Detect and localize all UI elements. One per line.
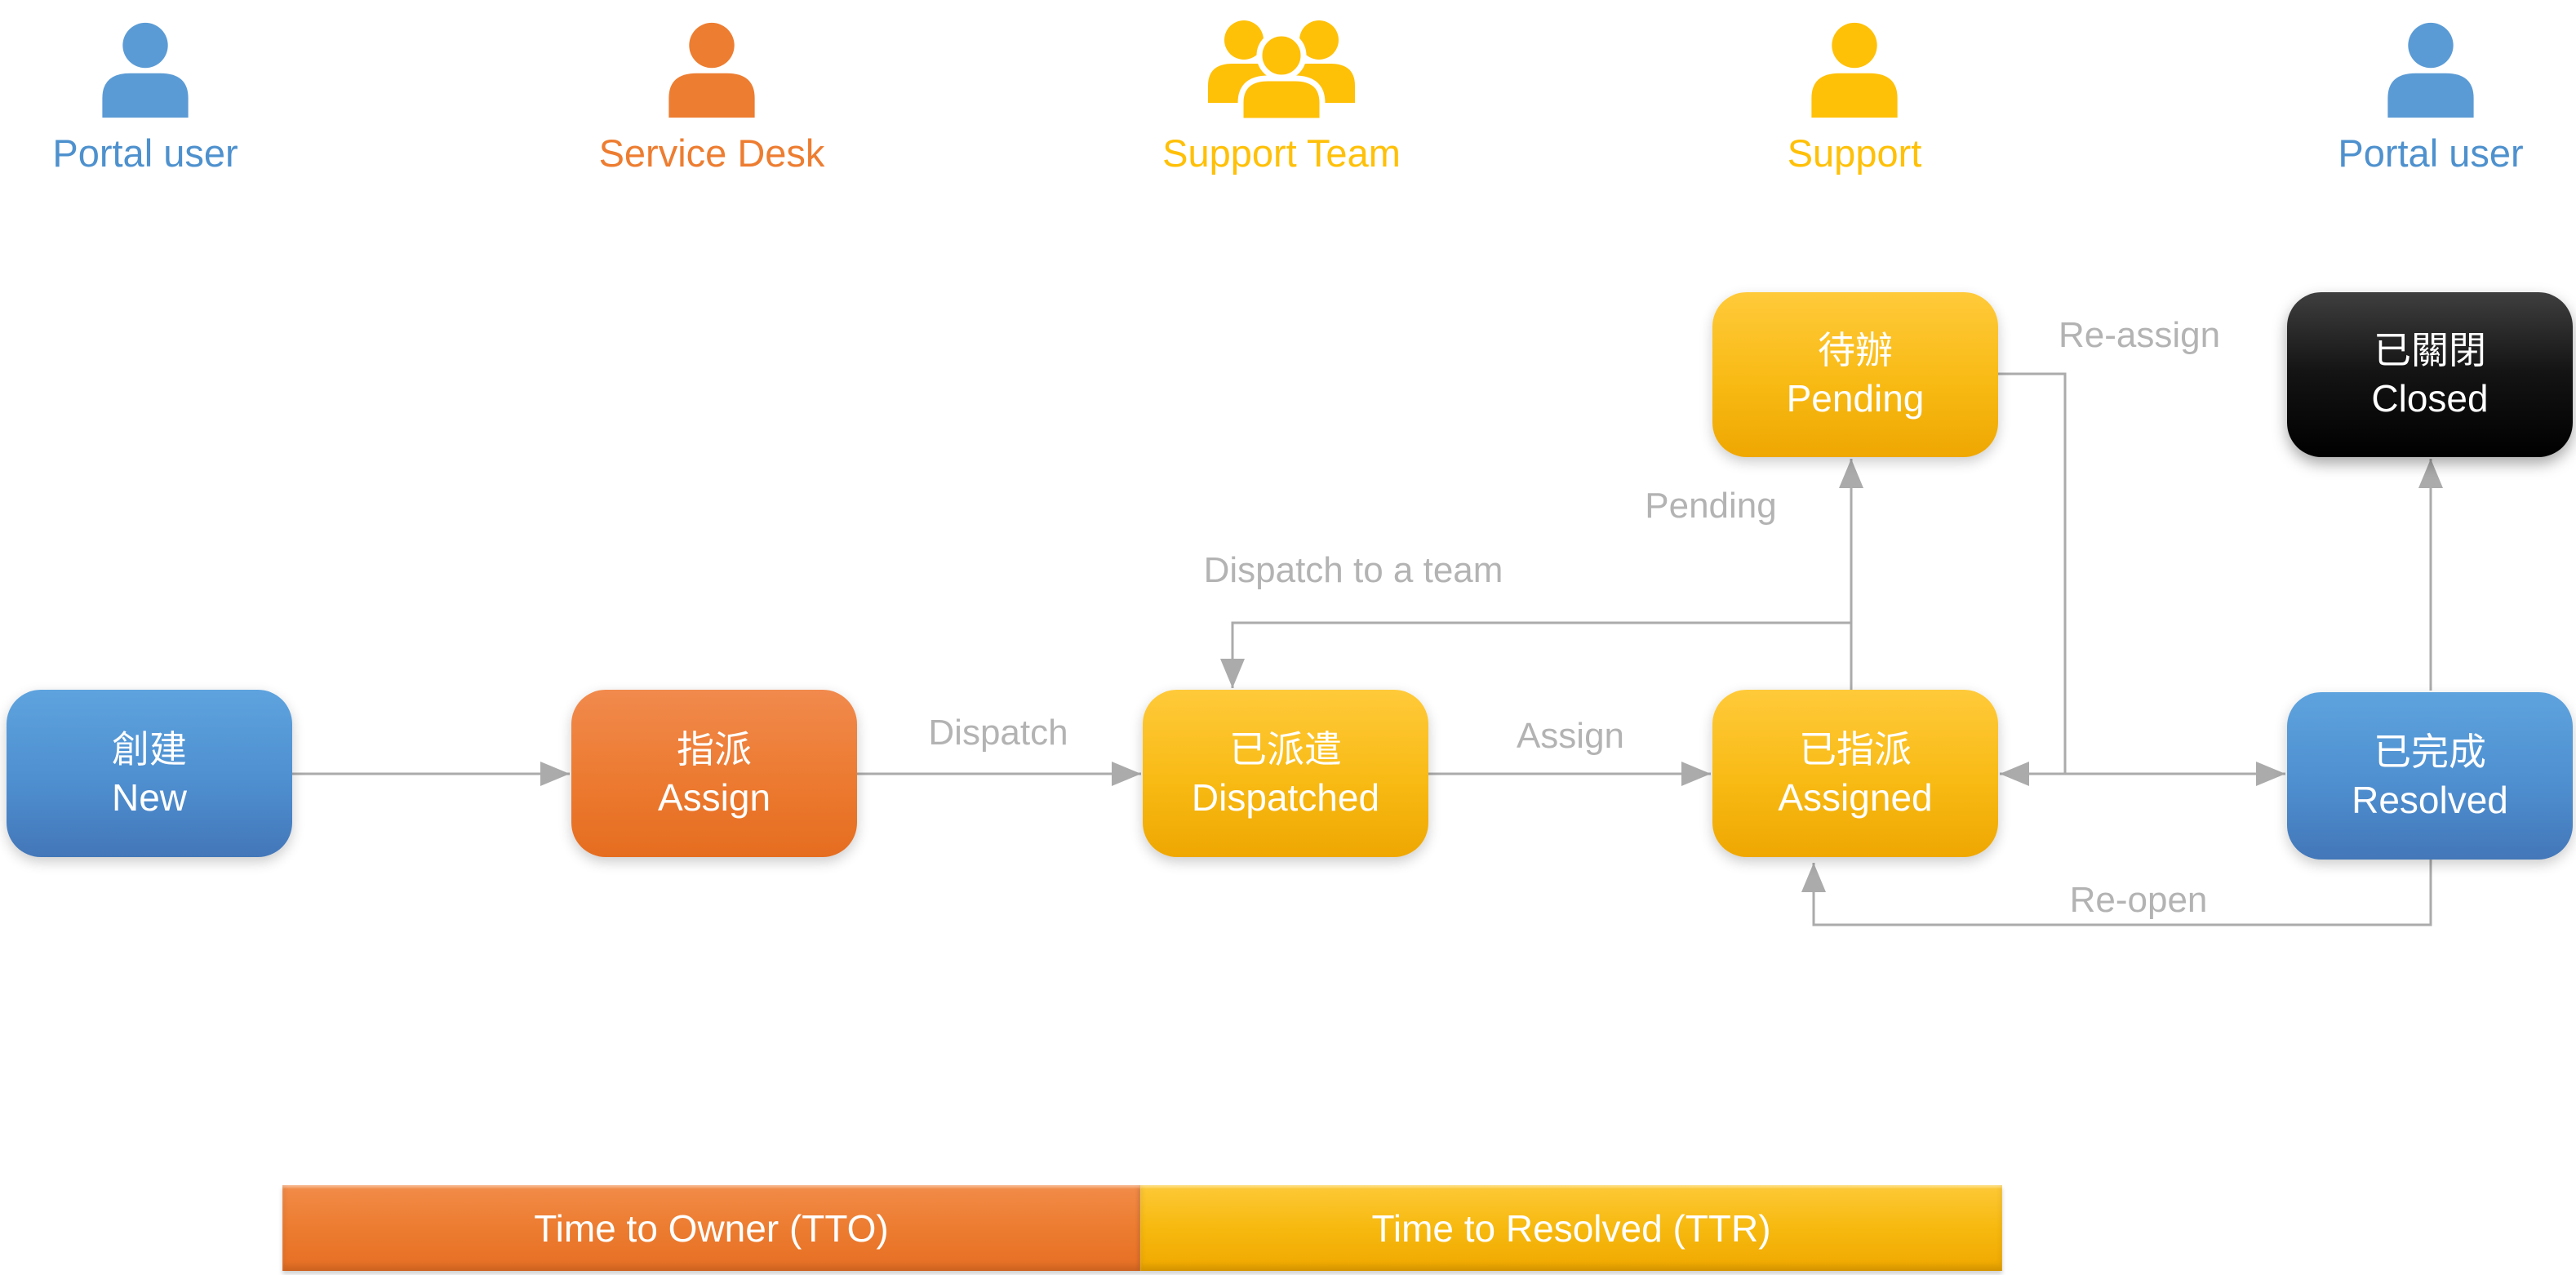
person-icon: [2382, 11, 2480, 121]
state-name-zh: 已完成: [2374, 730, 2486, 773]
person-icon: [663, 11, 761, 121]
actor-portal-user-left: Portal user: [0, 11, 317, 172]
actor-label: Support: [1787, 131, 1922, 175]
timebar-label: Time to Owner (TTO): [534, 1206, 889, 1250]
state-name-en: Closed: [2371, 377, 2489, 420]
actor-label: Portal user: [52, 131, 238, 175]
state-name-en: Pending: [1786, 377, 1925, 420]
state-name-en: Dispatched: [1191, 775, 1380, 819]
transition-label-dispatch: Dispatch: [928, 713, 1068, 753]
transition-label-reopen: Re-open: [2069, 880, 2208, 920]
actor-label: Support Team: [1162, 131, 1401, 175]
timebar-tto: Time to Owner (TTO): [282, 1185, 1140, 1271]
actor-label: Service Desk: [598, 131, 825, 175]
state-name-en: Assigned: [1778, 775, 1933, 819]
state-name-en: Assign: [657, 775, 771, 819]
person-icon: [96, 11, 194, 121]
timebar-ttr: Time to Resolved (TTR): [1140, 1185, 2002, 1271]
state-name-zh: 待辦: [1818, 329, 1893, 372]
state-name-zh: 已指派: [1799, 727, 1912, 771]
actor-support-team: Support Team: [1110, 11, 1453, 172]
actor-service-desk: Service Desk: [540, 11, 883, 172]
state-box-resolved: 已完成 Resolved: [2287, 692, 2573, 860]
transition-label-dispatch-to-team: Dispatch to a team: [1203, 550, 1503, 590]
state-name-zh: 已派遣: [1229, 727, 1342, 771]
state-name-zh: 指派: [677, 727, 752, 771]
state-box-assign: 指派 Assign: [571, 690, 857, 857]
actor-portal-user-right: Portal user: [2259, 11, 2576, 172]
timebar-label: Time to Resolved (TTR): [1371, 1206, 1771, 1250]
state-box-assigned: 已指派 Assigned: [1712, 690, 1998, 857]
state-box-new: 創建 New: [7, 690, 292, 857]
actor-support: Support: [1683, 11, 2026, 172]
state-box-dispatched: 已派遣 Dispatched: [1143, 690, 1428, 857]
state-name-en: New: [111, 775, 188, 819]
state-box-closed: 已關閉 Closed: [2287, 292, 2573, 457]
state-box-pending: 待辦 Pending: [1712, 292, 1998, 457]
transition-label-assign: Assign: [1516, 716, 1625, 756]
transition-label-pending: Pending: [1645, 486, 1777, 526]
state-name-zh: 創建: [112, 727, 187, 771]
transition-label-reassign: Re-assign: [2058, 315, 2221, 355]
state-name-en: Resolved: [2352, 778, 2508, 821]
person-icon: [1805, 11, 1903, 121]
team-icon: [1206, 11, 1357, 121]
actor-label: Portal user: [2338, 131, 2524, 175]
state-name-zh: 已關閉: [2374, 329, 2486, 372]
